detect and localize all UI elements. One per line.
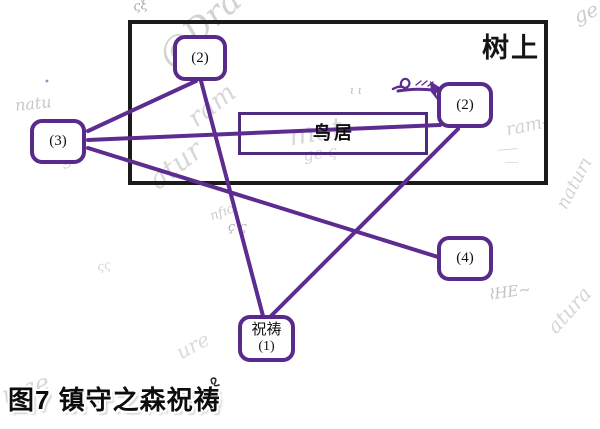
diagram-node-1: 祝祷(1) [238,315,295,362]
torii-label: 鸟居 [313,122,355,143]
figure-caption: 图7 镇守之森祝祷 [8,385,221,415]
ink-scribble [210,377,220,387]
tree-area-label: 树上 [482,33,540,63]
diagram-node-4: (4) [437,236,493,281]
tree-area-box [128,20,548,185]
node-4-label: (4) [456,250,474,267]
edge-node-2-right-to-node-1 [269,127,460,318]
edge-node-3-to-node-2-right [86,123,442,142]
node-2-right-label: (2) [456,96,474,113]
ink-dot [45,79,49,83]
edge-node-2-top-to-node-1 [199,79,265,318]
edge-node-3-to-node-2-top [86,79,198,133]
node-1-label-2: (1) [258,339,275,355]
node-1-label: 祝祷 [251,322,282,339]
node-3-label: (3) [49,133,67,150]
node-2-top-label: (2) [191,49,209,66]
diagram-node-2-top: (2) [173,35,227,81]
diagram-node-2-right: (2) [437,82,493,128]
edge-node-3-to-node-4 [86,146,440,259]
diagram-node-3: (3) [30,119,86,164]
